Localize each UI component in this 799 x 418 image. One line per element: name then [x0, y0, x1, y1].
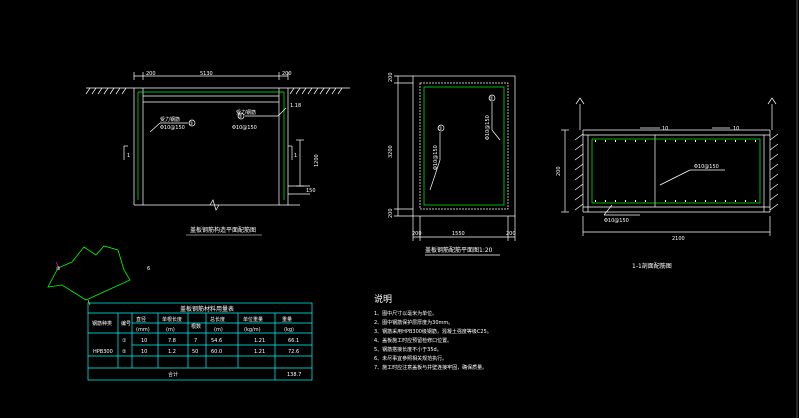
elev-tag-right-2: Φ10@150: [232, 125, 257, 131]
elev-section-mark-right: 1: [294, 153, 297, 159]
note-item: 3、钢筋采用HPB300级钢筋，混凝土强度等级C25。: [374, 328, 492, 335]
elevation-caption: 盖板钢筋构造平面配筋图: [190, 226, 256, 234]
row1-count: 7: [194, 338, 197, 344]
elev-tag-left-1: 受力钢筋: [160, 116, 180, 123]
elev-dim-left: 200: [146, 71, 156, 77]
row2-dia: 10: [141, 349, 147, 355]
table-header-no: 编号: [121, 320, 131, 327]
table-unit-len: (m): [166, 327, 175, 333]
plan-dim-bottom-right: 200: [506, 231, 516, 237]
row1-total: 54.6: [211, 338, 222, 344]
table-total-value: 138.7: [287, 372, 301, 378]
row2-no: ②: [122, 349, 127, 355]
section-top-label-right: 10: [733, 126, 739, 132]
note-item: 7、施工时应注意盖板与井壁连接牢固，确保质量。: [374, 364, 487, 371]
elev-dim-right-vert: 1200: [314, 154, 320, 167]
table-header-total: 总长度: [210, 316, 225, 323]
notes-title: 说明: [374, 293, 392, 305]
row2-count: 50: [192, 349, 198, 355]
note-item: 6、未尽事宜参照相关规范执行。: [374, 355, 447, 362]
plan-dim-left-top: 200: [388, 72, 394, 82]
section-annotation: Φ10@150: [694, 164, 719, 170]
elev-label-right: 1.18: [290, 103, 301, 109]
plan-bubble-2: ②: [489, 96, 494, 102]
table-title: 盖板钢筋材料用量表: [180, 305, 234, 313]
elev-tag-left-2: Φ10@150: [160, 125, 185, 131]
row2-total: 60.0: [211, 349, 222, 355]
plan-caption: 盖板钢筋配筋平面图1:20: [425, 246, 493, 254]
plan-bubble-1: ①: [438, 126, 443, 132]
section-dim-bottom: 2100: [672, 236, 685, 242]
row2-len: 1.2: [168, 349, 176, 355]
table-row: ① 10 7.8 7 54.6 1.21 66.1: [122, 338, 299, 344]
plan-drawing: [394, 75, 516, 256]
row1-no: ①: [122, 338, 127, 344]
plan-rebar-label-1: Φ10@150: [433, 145, 439, 170]
section-dim-left: 200: [556, 166, 562, 176]
small-location-sketch: [47, 245, 131, 306]
row1-dia: 10: [141, 338, 147, 344]
elevation-drawing: [85, 72, 350, 211]
plan-dim-bottom-mid: 1550: [452, 231, 465, 237]
table-header-dia: 直径: [136, 316, 146, 323]
elev-dim-right: 200: [282, 71, 292, 77]
table-header-count: 根数: [191, 323, 201, 330]
elev-bubble-right: ②: [238, 114, 243, 120]
section-top-label-left: 10: [662, 126, 668, 132]
table-unit-dia: (mm): [136, 327, 150, 333]
table-header-unit-wt: 单位重量: [243, 316, 263, 323]
plan-dim-left-mid: 3200: [388, 145, 394, 158]
elev-dim-right-small: 150: [306, 188, 316, 194]
plan-dim-left-bottom: 200: [388, 208, 394, 218]
plan-rebar-label-2: Φ10@150: [485, 115, 491, 140]
row1-unit-wt: 1.21: [254, 338, 265, 344]
section-caption: 1-1剖面配筋图: [632, 262, 672, 270]
note-item: 1、图中尺寸以毫米为单位。: [374, 310, 437, 317]
elev-bubble-left: ①: [189, 121, 194, 127]
note-item: 5、钢筋搭接长度不小于35d。: [374, 346, 442, 353]
note-item: 4、盖板施工时应预留检修口位置。: [374, 337, 452, 344]
elev-dim-mid: 5130: [200, 71, 213, 77]
plan-dim-bottom-left: 200: [412, 231, 422, 237]
table-header-type: 钢筋种类: [92, 320, 112, 327]
table-unit-total: (m): [214, 327, 223, 333]
notes-list: 1、图中尺寸以毫米为单位。 2、图中钢筋保护层厚度为30mm。 3、钢筋采用HP…: [374, 310, 492, 371]
section-bottom-label: Φ10@150: [604, 218, 629, 224]
row1-len: 7.8: [168, 338, 176, 344]
table-unit-weight: (kg): [284, 327, 294, 333]
table-row: ② 10 1.2 50 60.0 1.21 72.6: [122, 349, 299, 355]
note-item: 2、图中钢筋保护层厚度为30mm。: [374, 319, 453, 326]
table-total-label: 合计: [168, 371, 178, 378]
elev-section-mark-left: 1: [127, 153, 130, 159]
row2-unit-wt: 1.21: [254, 349, 265, 355]
table-header-weight: 重量: [282, 316, 292, 323]
table-unit-unit-wt: (kg/m): [244, 327, 261, 333]
small-mark-2: 6: [147, 266, 150, 272]
table-header-len: 单根长度: [162, 316, 182, 323]
section-drawing: [561, 97, 779, 236]
material-table: [87, 302, 313, 381]
elev-tag-right-1: 受力钢筋: [236, 109, 256, 116]
small-mark-1: ①: [56, 266, 61, 272]
row1-weight: 66.1: [288, 338, 299, 344]
table-grade: HPB300: [93, 349, 113, 355]
row2-weight: 72.6: [288, 349, 299, 355]
